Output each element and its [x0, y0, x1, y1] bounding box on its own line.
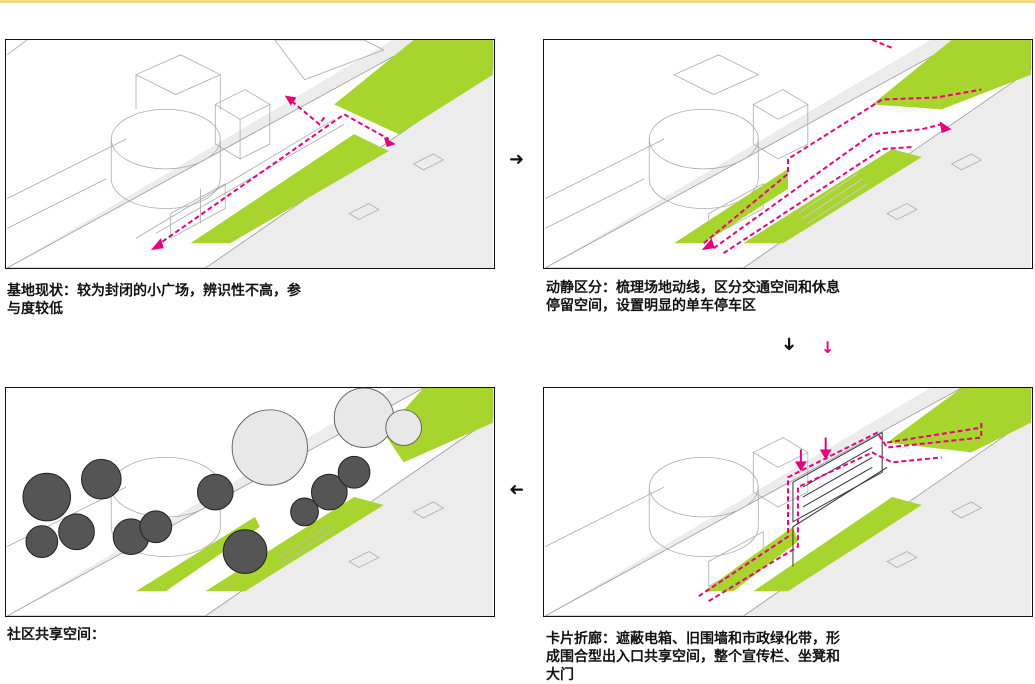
- green-strip-upper: [334, 40, 493, 135]
- building-outlines: [544, 54, 983, 239]
- green-strip-left: [136, 516, 260, 592]
- green-strip-left: [674, 168, 788, 244]
- green-strip-lower: [190, 134, 389, 244]
- caption-corridor: 卡片折廊：遮蔽电箱、旧围墙和市政绿化带，形 成围合型出入口共享空间，整个宣传栏、…: [546, 631, 840, 683]
- arrow-right-icon: ➜: [509, 149, 525, 170]
- entry-arrows: [794, 437, 832, 472]
- panel-zoning-illustration: [544, 40, 1032, 268]
- zoning-arrowheads: [701, 121, 952, 251]
- panel-existing-illustration: [6, 40, 494, 268]
- arrow-left-icon: ➜: [509, 479, 525, 500]
- building-outlines: [6, 40, 445, 239]
- path-arrowheads: [150, 95, 396, 251]
- circulation-path: [155, 98, 390, 248]
- bike-parking: [279, 524, 335, 562]
- top-accent-bar: [0, 0, 1035, 3]
- green-strip-left: [703, 526, 798, 592]
- green-strip-upper: [872, 40, 1031, 110]
- caption-existing: 基地现状：较为封闭的小广场，辨识性不高，参 与度较低: [7, 283, 301, 317]
- panel-community-space: [5, 387, 495, 617]
- green-strip-lower: [743, 149, 922, 244]
- arrow-down-magenta-icon: ↓: [821, 338, 835, 357]
- green-strip-lower: [753, 497, 922, 592]
- light-tree-canopies: [231, 388, 422, 486]
- tree-canopies: [22, 455, 371, 574]
- panel-existing-condition: [5, 39, 495, 269]
- building-outlines: [544, 437, 983, 587]
- caption-community: 社区共享空间：: [7, 627, 105, 643]
- panel-corridor-illustration: [544, 388, 1032, 616]
- zoning-boundaries: [703, 40, 982, 254]
- caption-zoning: 动静区分：梳理场地动线，区分交通空间和休息 停留空间，设置明显的单车停车区: [546, 280, 840, 314]
- panel-community-illustration: [6, 388, 494, 616]
- arrow-down-icon: ➜: [778, 336, 800, 352]
- corridor-boundaries: [698, 422, 983, 602]
- panel-card-corridor: [543, 387, 1033, 617]
- folding-corridor-structure: [792, 431, 888, 567]
- bike-parking: [797, 173, 868, 224]
- panel-zoning: [543, 39, 1033, 269]
